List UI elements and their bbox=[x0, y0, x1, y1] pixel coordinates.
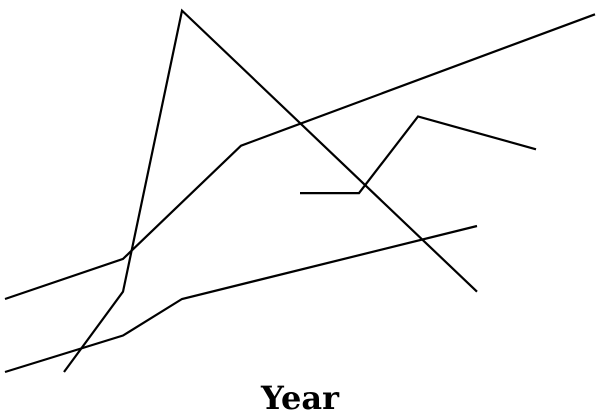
series-line-2 bbox=[4, 13, 596, 301]
series-layer bbox=[4, 8, 596, 374]
series-line-1 bbox=[63, 8, 478, 373]
x-axis-label: Year bbox=[260, 379, 340, 417]
series-line-4 bbox=[300, 115, 537, 195]
series-line-3 bbox=[4, 224, 478, 374]
